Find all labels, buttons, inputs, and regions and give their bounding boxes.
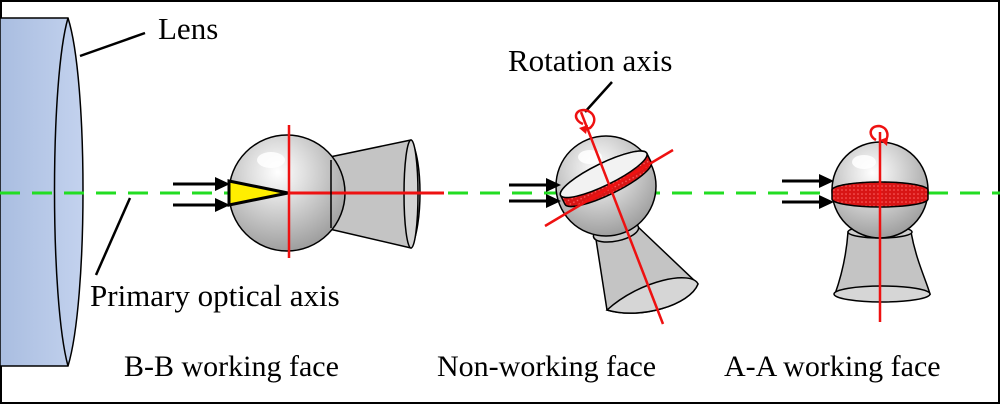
lens-leader-line <box>79 31 146 58</box>
non-working-rotation-curl-icon <box>574 108 596 132</box>
bb-assembly <box>227 125 444 258</box>
bb-incident-arrows <box>173 177 230 212</box>
bb-working-area <box>227 179 289 207</box>
aa-assembly <box>831 124 931 322</box>
bb-working-face-label: B-B working face <box>124 350 339 383</box>
aa-incident-arrows <box>782 174 834 209</box>
aa-rotation-arrowhead-icon <box>880 137 888 146</box>
non-working-rotation-arrowhead-icon <box>579 125 588 134</box>
rotation-axis-leader-line <box>584 81 613 113</box>
aa-sphere-highlight <box>852 155 876 169</box>
non-working-band-axis <box>544 148 674 228</box>
rotation-axis-label: Rotation axis <box>508 43 672 78</box>
non-working-assembly <box>544 108 699 325</box>
optical-axis-leader-line <box>94 197 132 276</box>
bb-sphere-highlight <box>257 152 285 168</box>
aa-rotation-curl-icon <box>869 124 889 143</box>
aa-cup-rim <box>833 285 931 303</box>
non-working-incident-arrows <box>509 178 561 208</box>
non-working-face-label: Non-working face <box>437 350 656 383</box>
aa-working-face-label: A-A working face <box>724 350 941 383</box>
lens-label: Lens <box>158 11 218 46</box>
aa-cup <box>833 231 931 295</box>
primary-optical-axis-label: Primary optical axis <box>90 278 340 313</box>
non-working-rotation-axis <box>579 111 665 325</box>
